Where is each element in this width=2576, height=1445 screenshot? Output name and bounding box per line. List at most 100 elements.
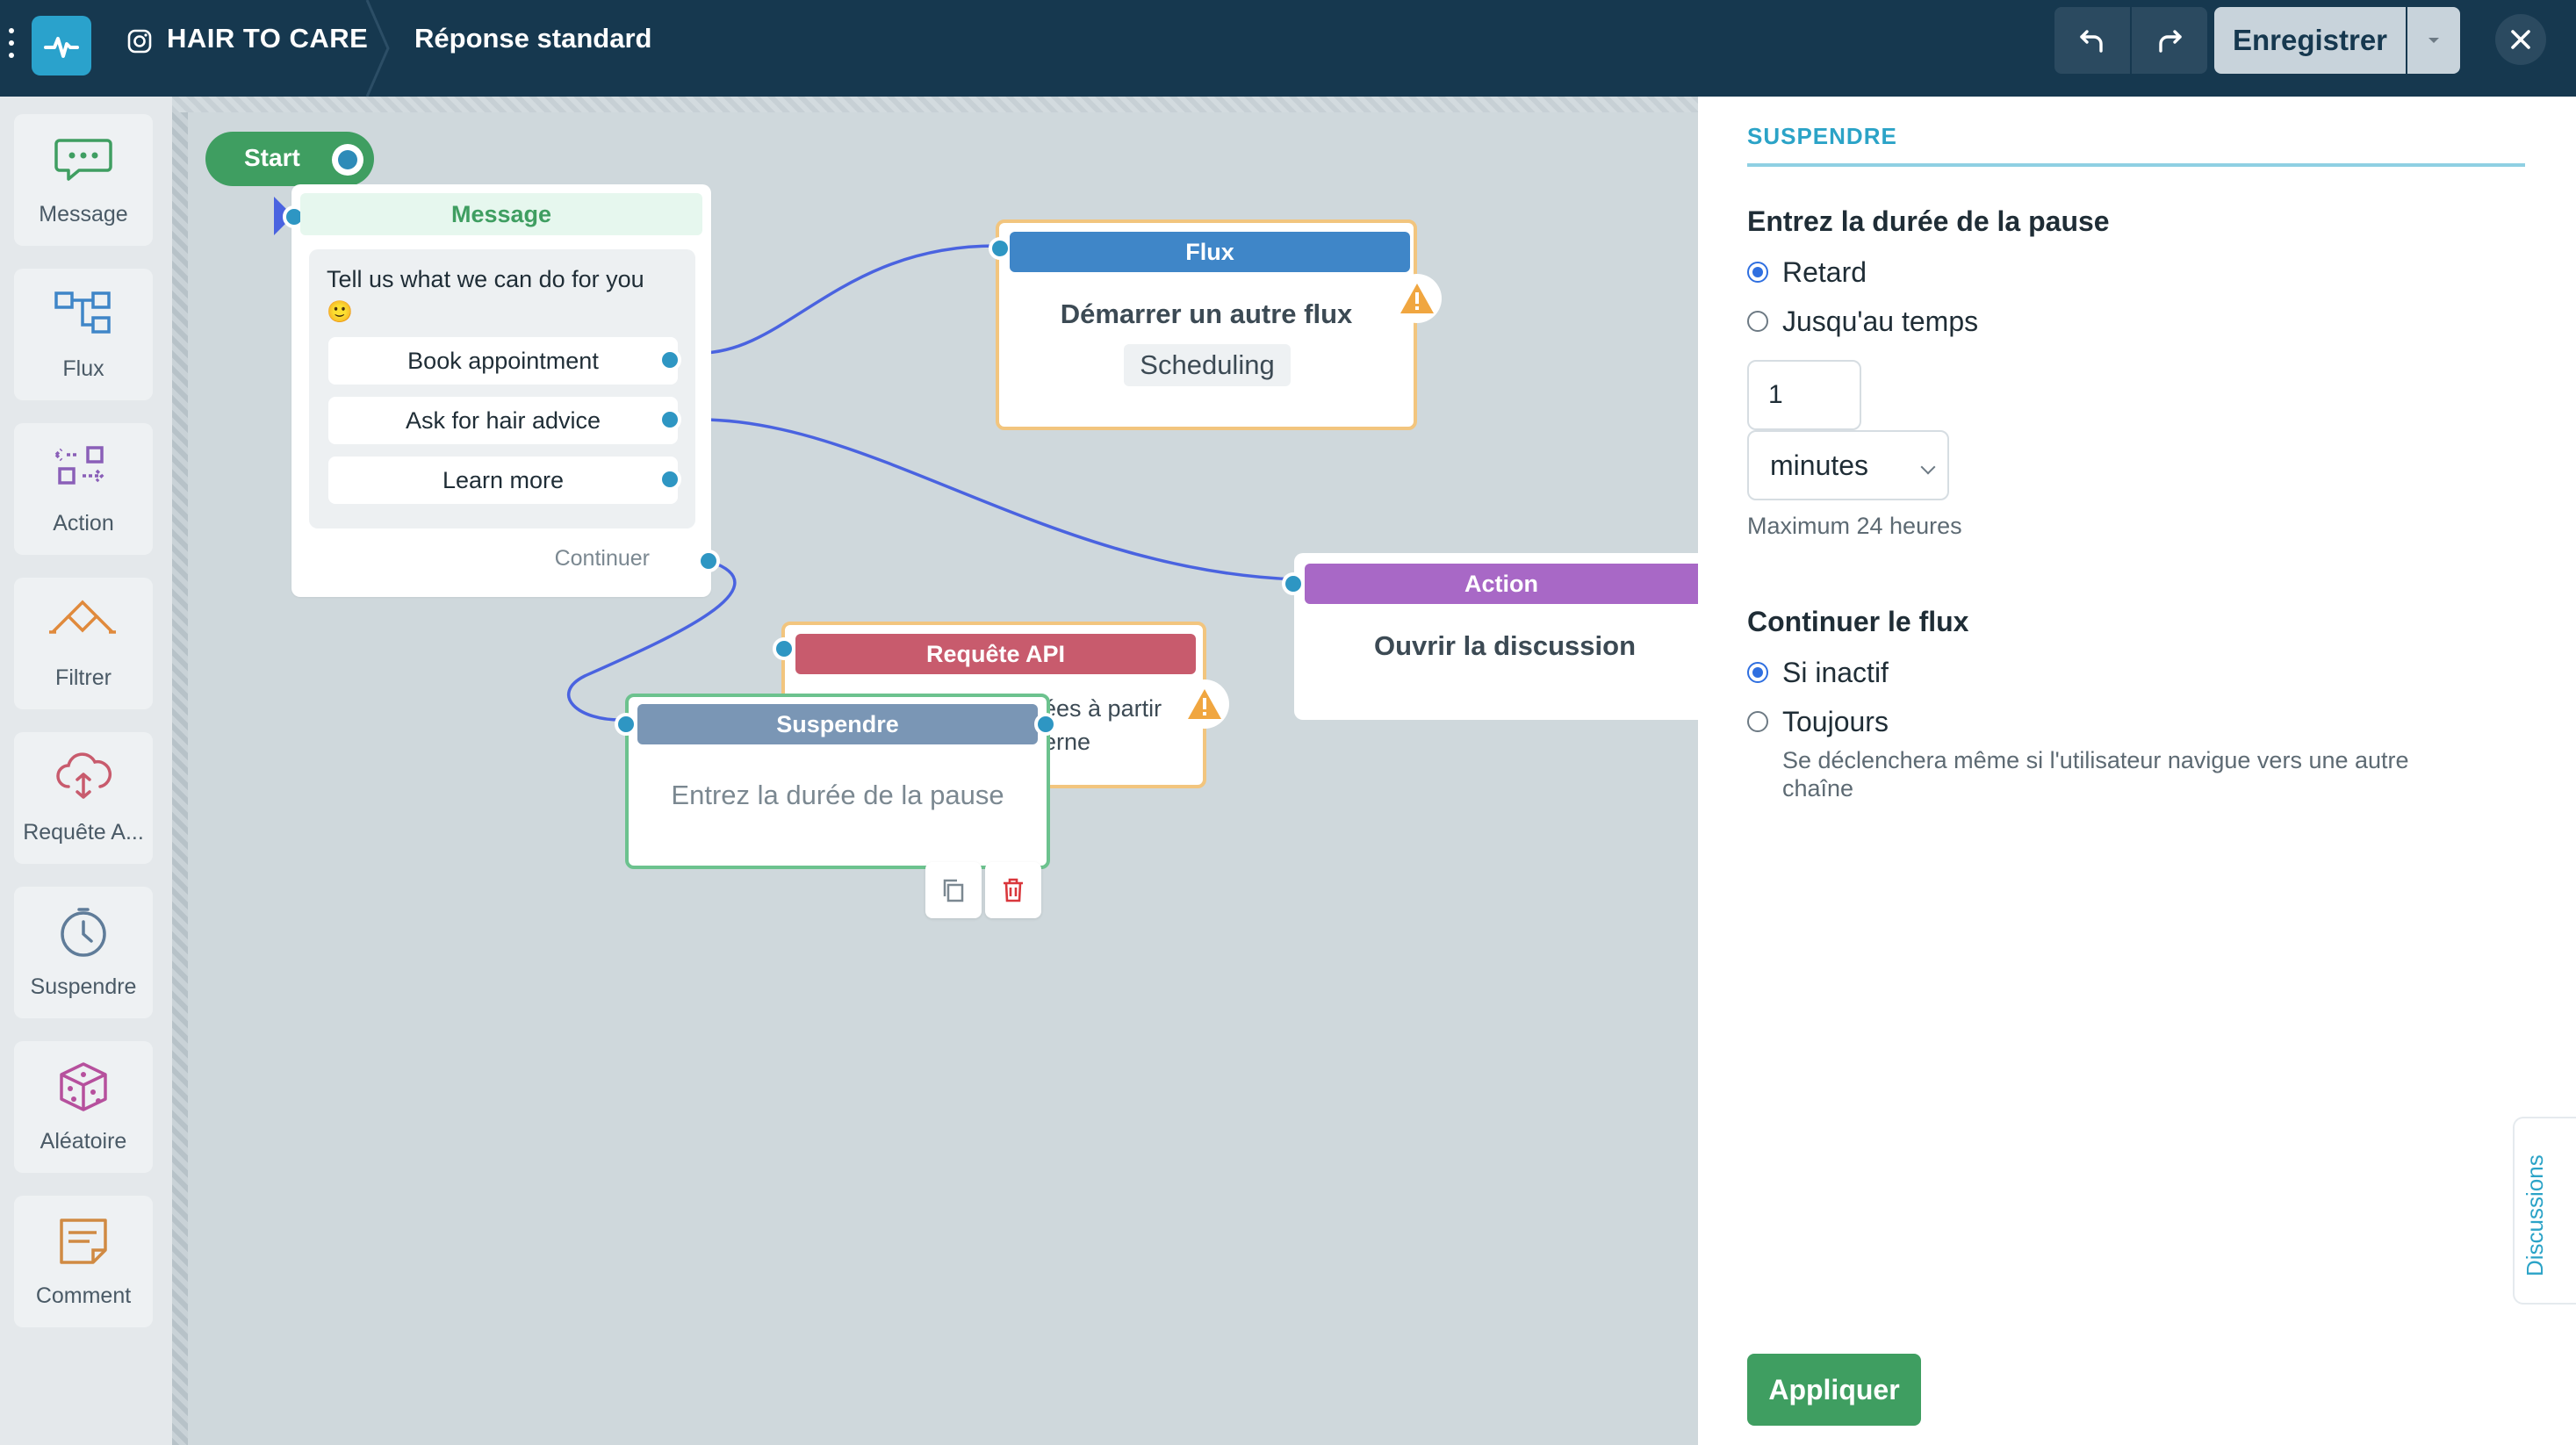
properties-panel: SUSPENDRE Entrez la durée de la pause Re… xyxy=(1698,97,2576,1445)
api-text-line: ées à partir xyxy=(1043,695,1162,722)
pause-input-port[interactable] xyxy=(615,713,637,736)
palette-item-action[interactable]: Action xyxy=(14,423,153,555)
tab-suspendre[interactable]: SUSPENDRE xyxy=(1747,123,1897,149)
quick-reply-port[interactable] xyxy=(658,408,681,431)
apply-button[interactable]: Appliquer xyxy=(1747,1354,1921,1426)
canvas-border xyxy=(172,97,188,1445)
save-button[interactable]: Enregistrer xyxy=(2214,7,2406,74)
start-node[interactable]: Start xyxy=(205,132,374,186)
discussions-tab-label: Discussions xyxy=(2522,1154,2548,1276)
continue-heading: Continuer le flux xyxy=(1747,606,1969,637)
breadcrumb-account[interactable]: HAIR TO CARE xyxy=(167,23,369,54)
discussions-tab[interactable]: Discussions xyxy=(2513,1117,2576,1305)
duplicate-node-button[interactable] xyxy=(925,862,982,918)
tab-underline xyxy=(1747,163,2525,167)
save-options-button[interactable] xyxy=(2407,7,2460,74)
action-input-port[interactable] xyxy=(1282,572,1305,595)
note-icon xyxy=(60,1219,107,1264)
palette-item-random[interactable]: Aléatoire xyxy=(14,1041,153,1173)
palette-item-api-request[interactable]: Requête A... xyxy=(14,732,153,864)
chevron-down-icon xyxy=(1920,459,1936,475)
top-bar: HAIR TO CARE Réponse standard Enregistre… xyxy=(0,0,2576,97)
radio-if-inactive[interactable]: Si inactif xyxy=(1747,655,1889,690)
radio-button[interactable] xyxy=(1747,311,1768,332)
max-duration-hint: Maximum 24 heures xyxy=(1747,513,1962,539)
close-icon xyxy=(2511,30,2530,49)
copy-icon xyxy=(943,879,964,902)
message-node[interactable]: Message Tell us what we can do for you 🙂… xyxy=(274,184,720,597)
quick-reply-book[interactable]: Book appointment xyxy=(328,337,681,385)
start-label: Start xyxy=(244,144,300,171)
palette-label: Message xyxy=(39,202,128,226)
pause-node-header: Suspendre xyxy=(637,704,1038,744)
api-input-port[interactable] xyxy=(773,637,795,660)
duration-unit-select[interactable]: minutes xyxy=(1747,430,1949,500)
duration-heading: Entrez la durée de la pause xyxy=(1747,205,2110,237)
radio-button[interactable] xyxy=(1747,262,1768,283)
connections-layer xyxy=(566,244,1297,722)
quick-reply-label: Learn more xyxy=(442,467,565,493)
palette-label: Suspendre xyxy=(30,974,137,999)
flux-input-port[interactable] xyxy=(989,237,1011,260)
quick-reply-learn[interactable]: Learn more xyxy=(328,457,681,504)
radio-label: Jusqu'au temps xyxy=(1782,305,1979,337)
api-node-header: Requête API xyxy=(795,634,1196,674)
palette-label: Filtrer xyxy=(55,665,112,690)
palette-item-message[interactable]: Message xyxy=(14,114,153,246)
radio-until-time[interactable]: Jusqu'au temps xyxy=(1747,304,1978,339)
palette-item-filter[interactable]: Filtrer xyxy=(14,578,153,709)
breadcrumb-separator xyxy=(365,0,390,97)
palette-item-pause[interactable]: Suspendre xyxy=(14,887,153,1018)
quick-reply-advice[interactable]: Ask for hair advice xyxy=(328,397,681,444)
pause-node[interactable]: Suspendre Entrez la durée de la pause xyxy=(615,694,1057,869)
quick-reply-label: Ask for hair advice xyxy=(405,407,601,434)
quick-reply-port[interactable] xyxy=(658,468,681,491)
warning-icon[interactable] xyxy=(1180,679,1229,729)
flow-canvas[interactable]: Start Message Tell us what we can do for… xyxy=(172,97,1698,1445)
pulse-icon xyxy=(44,37,79,58)
radio-always[interactable]: Toujours xyxy=(1747,704,1889,739)
radio-label: Si inactif xyxy=(1782,656,1889,688)
palette-item-flux[interactable]: Flux xyxy=(14,269,153,400)
clock-icon xyxy=(61,908,106,957)
undo-icon xyxy=(2080,30,2103,53)
delete-node-button[interactable] xyxy=(985,862,1041,918)
continue-port[interactable] xyxy=(697,550,720,572)
duration-amount-input[interactable]: 1 xyxy=(1747,360,1861,430)
undo-button[interactable] xyxy=(2054,7,2130,74)
close-button[interactable] xyxy=(2495,14,2546,65)
warning-icon[interactable] xyxy=(1392,274,1442,323)
palette-label: Action xyxy=(53,511,114,536)
radio-delay[interactable]: Retard xyxy=(1747,255,1867,290)
palette-label: Requête A... xyxy=(23,820,144,845)
flux-node-title: Démarrer un autre flux xyxy=(1060,298,1353,329)
radio-button[interactable] xyxy=(1747,711,1768,732)
select-value: minutes xyxy=(1770,449,1869,481)
filter-icon xyxy=(49,600,116,634)
kebab-menu-icon[interactable] xyxy=(9,28,16,68)
message-text-content: Tell us what we can do for you xyxy=(327,266,644,292)
message-node-header: Message xyxy=(300,193,702,235)
radio-button[interactable] xyxy=(1747,662,1768,683)
continue-label: Continuer xyxy=(554,546,650,571)
redo-button[interactable] xyxy=(2132,7,2207,74)
palette-item-comment[interactable]: Comment xyxy=(14,1196,153,1327)
always-hint: Se déclenchera même si l'utilisateur nav… xyxy=(1782,747,2409,802)
redo-icon xyxy=(2159,30,2182,53)
smile-emoji: 🙂 xyxy=(327,300,353,324)
action-node-title: Ouvrir la discussion xyxy=(1373,630,1637,661)
flux-node-target: Scheduling xyxy=(1124,344,1291,386)
quick-reply-port[interactable] xyxy=(658,349,681,371)
start-output-port[interactable] xyxy=(332,144,363,176)
chevron-down-icon xyxy=(2428,38,2439,43)
pause-node-text: Entrez la durée de la pause xyxy=(671,780,1004,810)
action-node[interactable]: Action Ouvrir la discussion xyxy=(1282,553,1698,720)
palette-label: Aléatoire xyxy=(40,1129,127,1154)
message-bubble: Tell us what we can do for you 🙂 Book ap… xyxy=(309,249,695,528)
flow-icon xyxy=(54,291,111,334)
pause-output-port[interactable] xyxy=(1034,713,1057,736)
action-icon xyxy=(54,446,104,485)
app-logo[interactable] xyxy=(32,16,91,75)
action-node-header: Action xyxy=(1305,564,1698,604)
flux-node[interactable]: Flux Démarrer un autre flux Scheduling xyxy=(989,219,1417,430)
